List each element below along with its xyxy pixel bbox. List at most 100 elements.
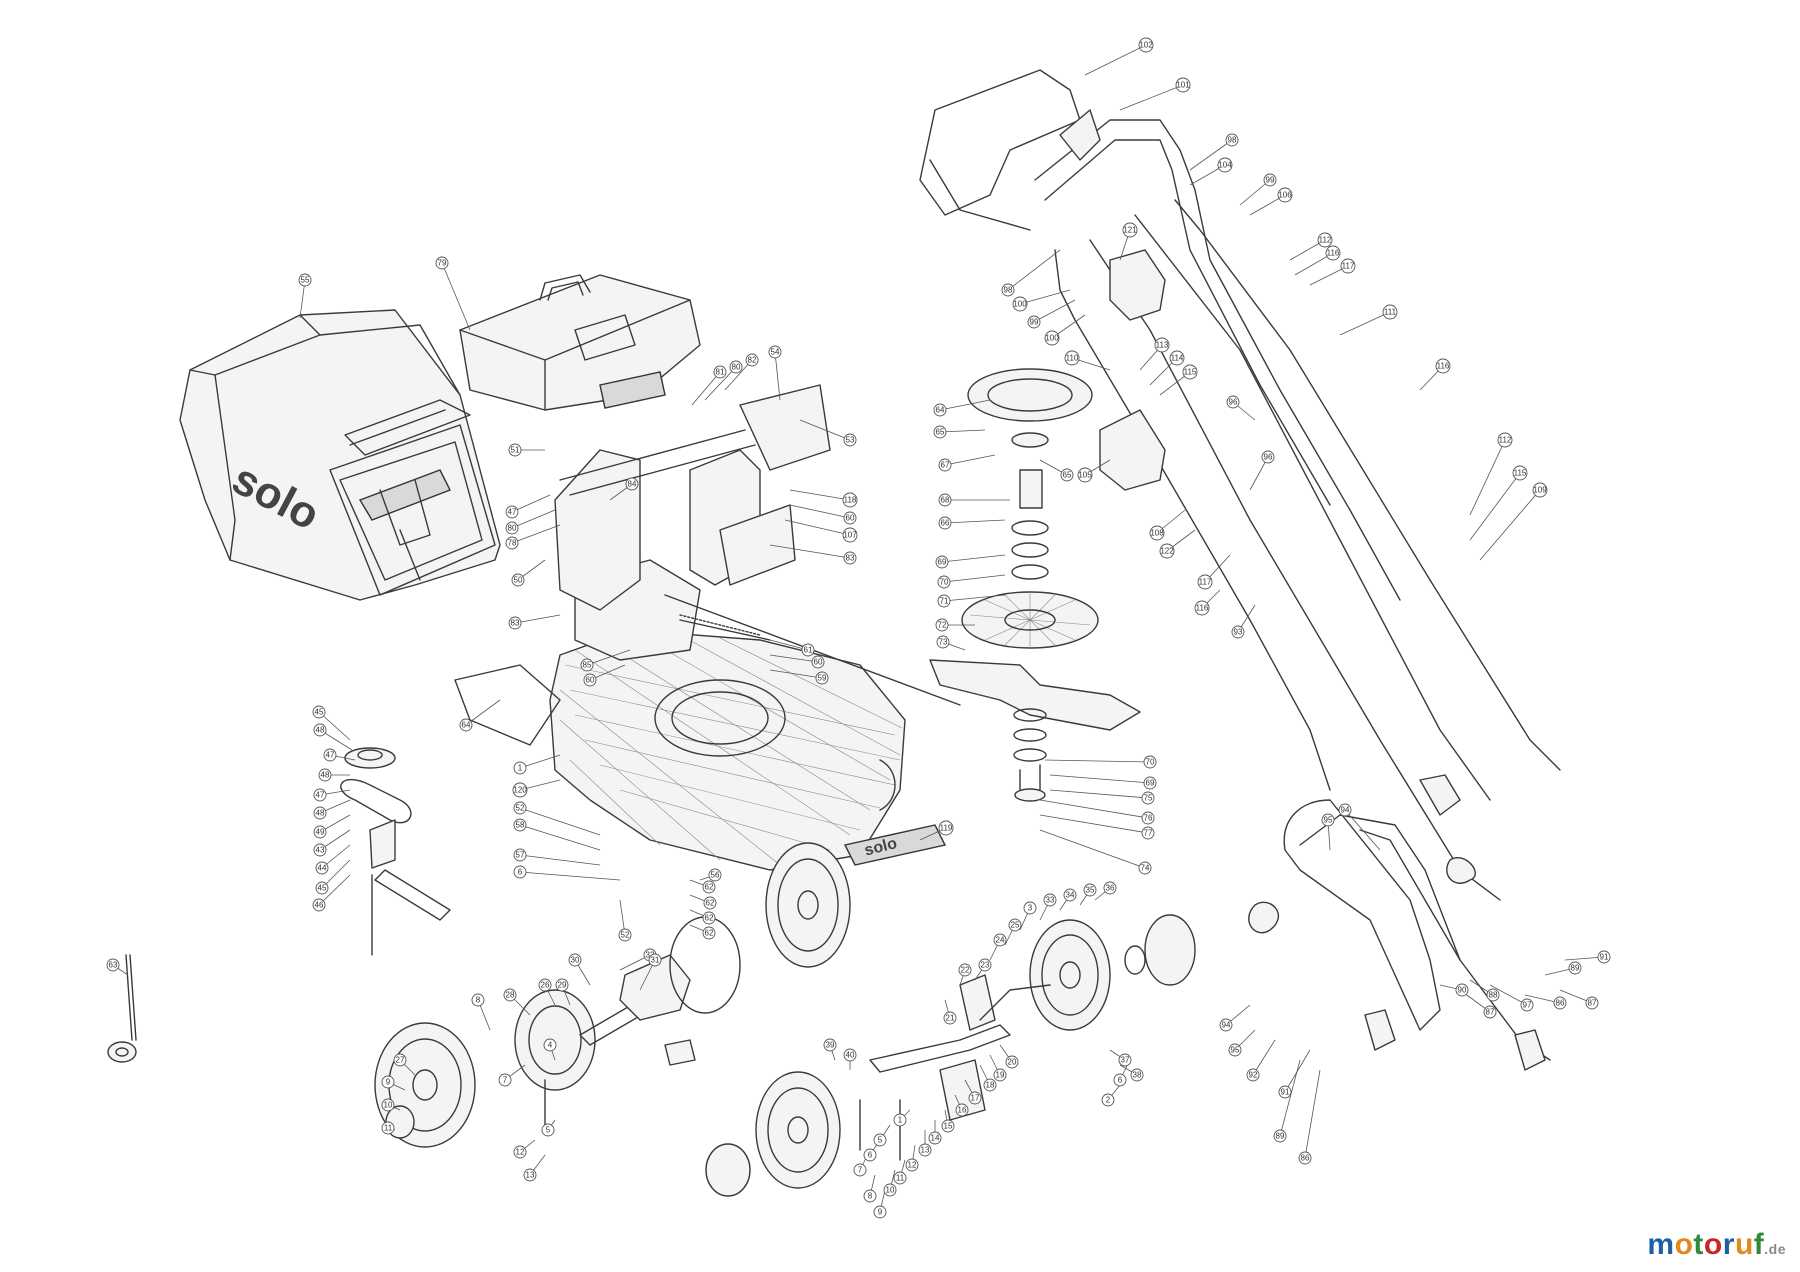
part-callout: 61 — [801, 643, 815, 657]
part-callout: 56 — [708, 868, 722, 882]
callout-number: 13 — [526, 1171, 535, 1180]
callout-number: 89 — [1571, 964, 1580, 973]
part-callout: 116 — [1194, 600, 1210, 616]
part-callout: 106 — [1277, 187, 1293, 203]
callout-number: 106 — [1278, 191, 1292, 200]
leader-line — [769, 544, 851, 559]
leader-line — [511, 524, 561, 544]
callout-number: 87 — [1588, 999, 1597, 1008]
leader-line — [1039, 829, 1146, 869]
callout-number: 45 — [318, 884, 327, 893]
part-callout: 48 — [313, 806, 327, 820]
part-callout: 62 — [702, 926, 716, 940]
callout-circle — [1043, 893, 1057, 907]
callout-number: 95 — [1231, 1046, 1240, 1055]
part-callout: 5 — [873, 1133, 887, 1147]
part-callout: 28 — [503, 988, 517, 1002]
callout-circle — [1263, 173, 1277, 187]
callout-circle — [1182, 364, 1198, 380]
callout-circle — [1226, 395, 1240, 409]
callout-number: 86 — [1556, 999, 1565, 1008]
part-callout: 100 — [1012, 296, 1028, 312]
part-callout: 119 — [938, 820, 954, 836]
part-callout: 97 — [1520, 998, 1534, 1012]
part-callout: 7 — [853, 1163, 867, 1177]
leader-line — [511, 494, 551, 513]
part-callout: 87 — [1585, 996, 1599, 1010]
callout-circle — [713, 365, 727, 379]
part-callout: 80 — [505, 521, 519, 535]
callout-number: 6 — [1118, 1076, 1123, 1085]
callout-circle — [1113, 1073, 1127, 1087]
callout-number: 5 — [546, 1126, 551, 1135]
callout-number: 60 — [586, 676, 595, 685]
callout-number: 56 — [711, 871, 720, 880]
callout-circle — [823, 1038, 837, 1052]
part-callout: 47 — [323, 748, 337, 762]
part-callout: 92 — [1246, 1068, 1260, 1082]
part-callout: 48 — [313, 723, 327, 737]
callout-number: 14 — [931, 1134, 940, 1143]
callout-circle — [1520, 998, 1534, 1012]
callout-circle — [1141, 811, 1155, 825]
callout-number: 8 — [476, 996, 481, 1005]
part-callout: 60 — [843, 511, 857, 525]
part-callout: 91 — [1278, 1085, 1292, 1099]
callout-circle — [1325, 245, 1341, 261]
callout-circle — [541, 1123, 555, 1137]
callout-number: 62 — [705, 929, 714, 938]
part-callout: 4 — [543, 1038, 557, 1052]
part-callout: 8 — [471, 993, 485, 1007]
part-callout: 120 — [512, 782, 528, 798]
callout-number: 37 — [1121, 1056, 1130, 1065]
leader-line — [943, 594, 1006, 602]
part-callout: 81 — [713, 365, 727, 379]
callout-number: 108 — [1150, 529, 1164, 538]
part-callout: 115 — [1182, 364, 1198, 380]
callout-circle — [381, 1075, 395, 1089]
callout-number: 67 — [941, 461, 950, 470]
callout-circle — [842, 527, 858, 543]
part-callout: 40 — [843, 1048, 857, 1062]
callout-circle — [935, 555, 949, 569]
callout-number: 25 — [1011, 921, 1020, 930]
callout-circle — [543, 1038, 557, 1052]
callout-circle — [505, 536, 519, 550]
part-callout: 98 — [1225, 133, 1239, 147]
callout-number: 63 — [109, 961, 118, 970]
part-callout: 71 — [937, 594, 951, 608]
callout-circle — [729, 360, 743, 374]
leader-line — [944, 454, 996, 466]
callout-number: 29 — [558, 981, 567, 990]
belt-pulley-assembly — [340, 747, 451, 956]
watermark-letter: o — [1703, 1228, 1723, 1261]
callout-circle — [1118, 1053, 1132, 1067]
part-callout: 64 — [459, 718, 473, 732]
callout-number: 65 — [1063, 471, 1072, 480]
callout-number: 79 — [438, 259, 447, 268]
callout-number: 113 — [1156, 341, 1169, 350]
callout-circle — [938, 458, 952, 472]
part-callout: 101 — [1175, 77, 1191, 93]
callout-number: 94 — [1341, 806, 1350, 815]
leader-line — [1239, 179, 1271, 206]
callout-circle — [1044, 330, 1060, 346]
callout-circle — [513, 801, 527, 815]
callout-number: 112 — [1499, 436, 1512, 445]
part-callout: 63 — [106, 958, 120, 972]
part-callout: 69 — [935, 555, 949, 569]
callout-number: 69 — [1146, 779, 1155, 788]
callout-circle — [708, 868, 722, 882]
callout-circle — [843, 511, 857, 525]
wheel-front-left — [705, 1071, 841, 1197]
callout-circle — [958, 963, 972, 977]
leader-line — [1044, 759, 1151, 763]
part-callout: 118 — [842, 492, 858, 508]
callout-circle — [702, 926, 716, 940]
leader-line — [941, 554, 1006, 563]
callout-number: 83 — [846, 554, 855, 563]
part-callout: 5 — [541, 1123, 555, 1137]
leader-line — [1049, 789, 1149, 799]
part-callout: 116 — [1325, 245, 1341, 261]
watermark-letter: u — [1734, 1228, 1754, 1261]
